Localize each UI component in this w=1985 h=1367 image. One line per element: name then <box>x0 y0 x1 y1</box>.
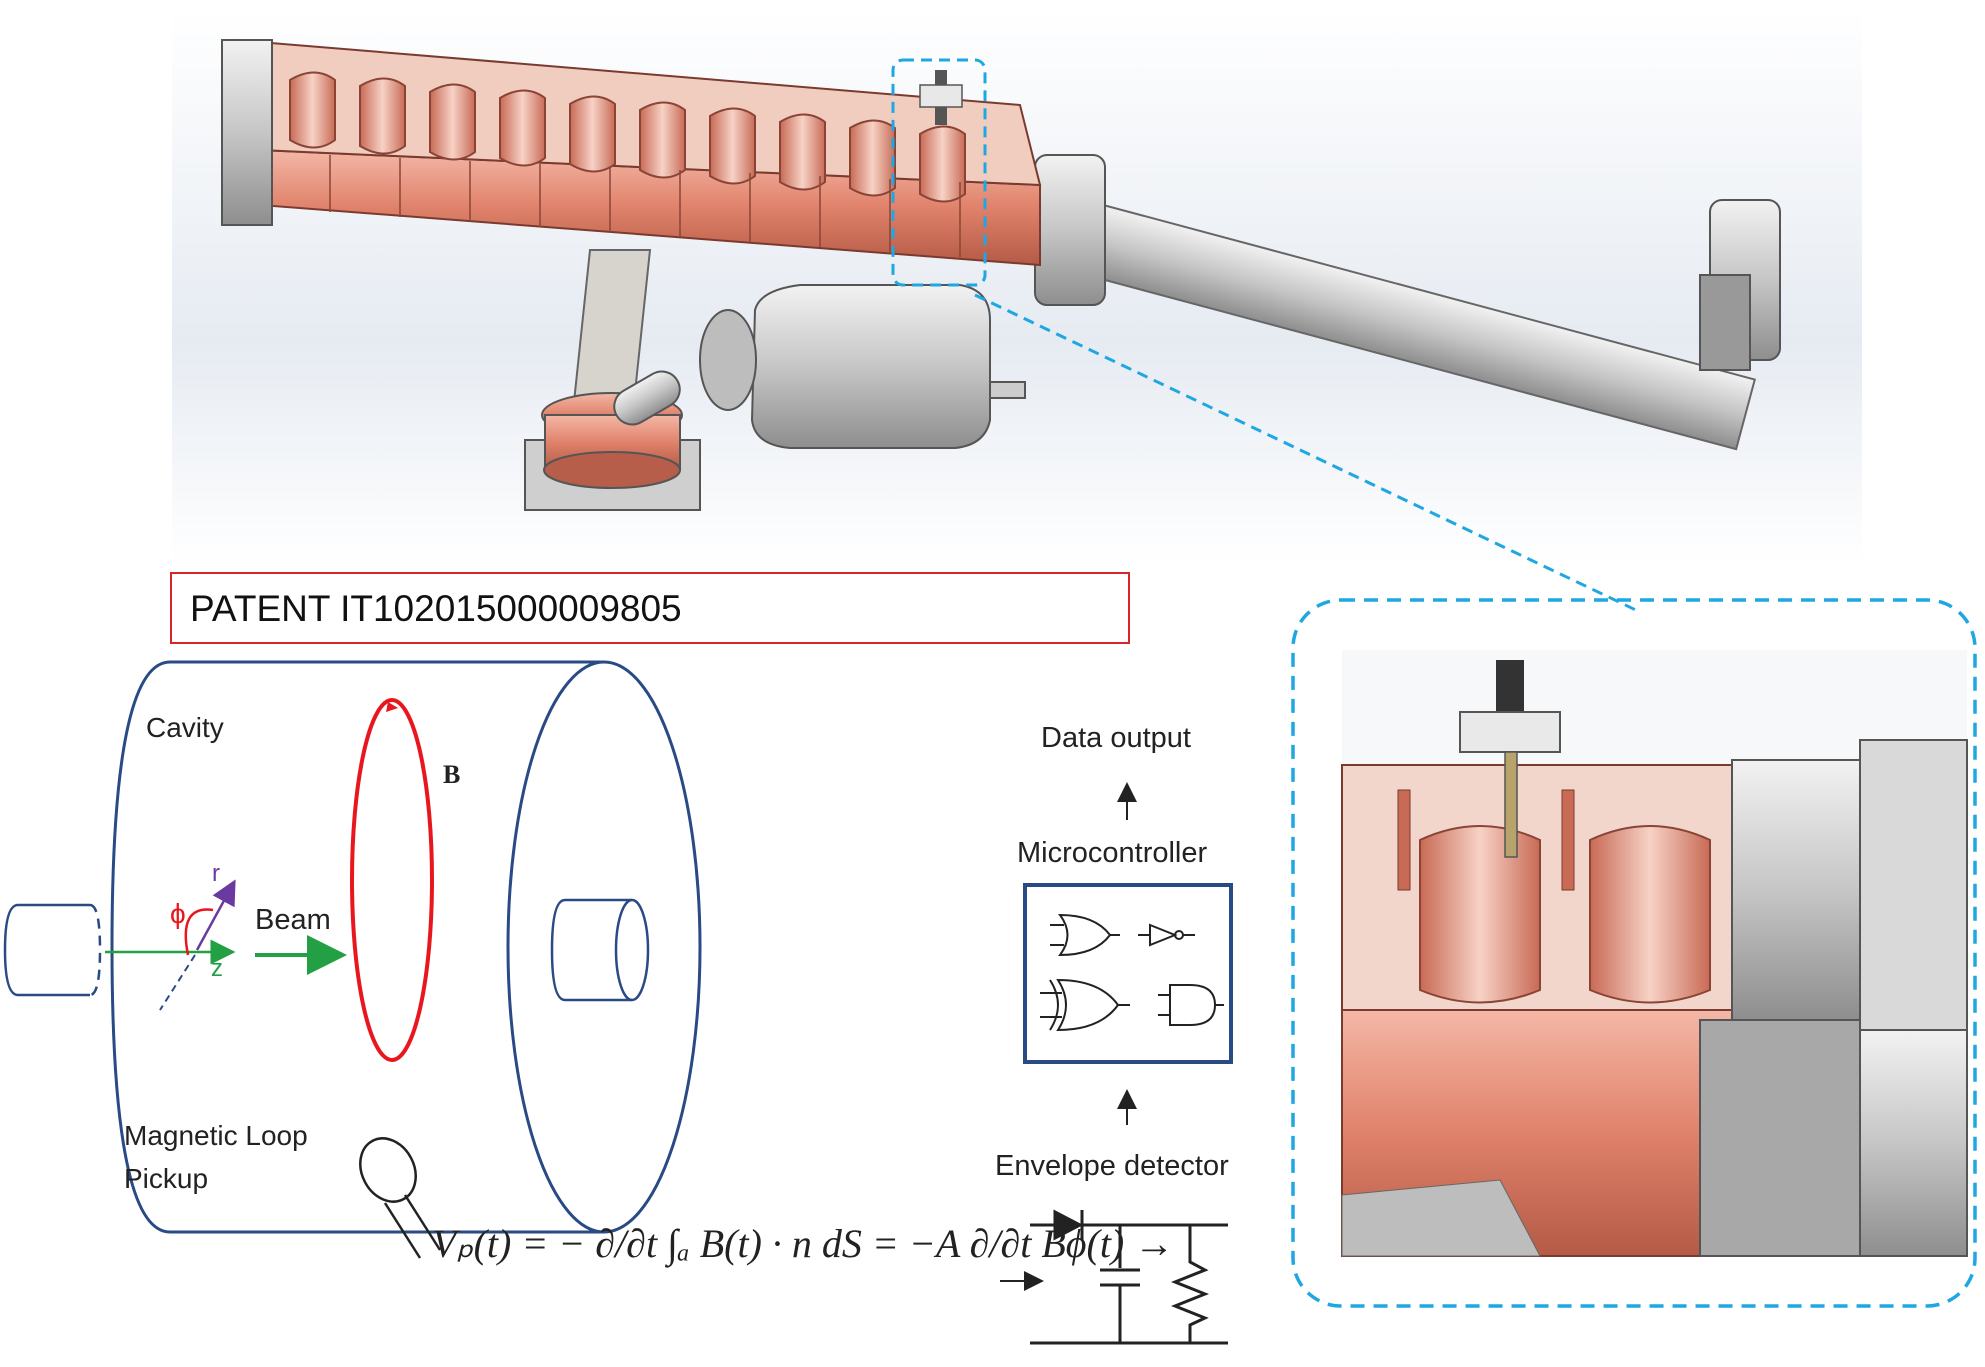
cavity-label: Cavity <box>146 712 224 743</box>
callout-connector <box>974 293 1641 614</box>
envelope-detector-circuit <box>1030 1209 1228 1345</box>
cavity-outline <box>170 660 604 1234</box>
z-label: z <box>211 955 223 982</box>
patent-box: PATENT IT102015000009805 <box>170 572 1130 644</box>
magnetic-field-loop <box>350 698 434 1062</box>
data-output-label: Data output <box>1041 722 1191 754</box>
signal-chain <box>1000 782 1233 1345</box>
patent-label: PATENT IT102015000009805 <box>190 588 682 629</box>
microcontroller-label: Microcontroller <box>1017 837 1208 869</box>
field-label: B <box>443 760 461 789</box>
pickup-label-line1: Magnetic Loop <box>124 1120 308 1151</box>
cavity-schematic <box>3 660 702 1259</box>
beam-label: Beam <box>255 904 331 936</box>
pickup-label-line2: Pickup <box>124 1163 209 1194</box>
envelope-detector-label: Envelope detector <box>995 1150 1229 1182</box>
microcontroller-box <box>1023 883 1233 1064</box>
logic-gates-icon <box>1040 913 1224 1032</box>
pickup-loop <box>359 1137 417 1203</box>
r-label: r <box>212 860 220 887</box>
accelerator-render <box>172 8 1862 564</box>
phi-label: ϕ <box>170 898 186 929</box>
pickup-voltage-formula: Vₚ(t) = − ∂/∂t ∫ₐ B(t) · n dS = −A ∂/∂t … <box>432 1221 1175 1266</box>
zoomed-inset <box>1291 598 1977 1308</box>
r-axis-arrow <box>195 879 236 951</box>
